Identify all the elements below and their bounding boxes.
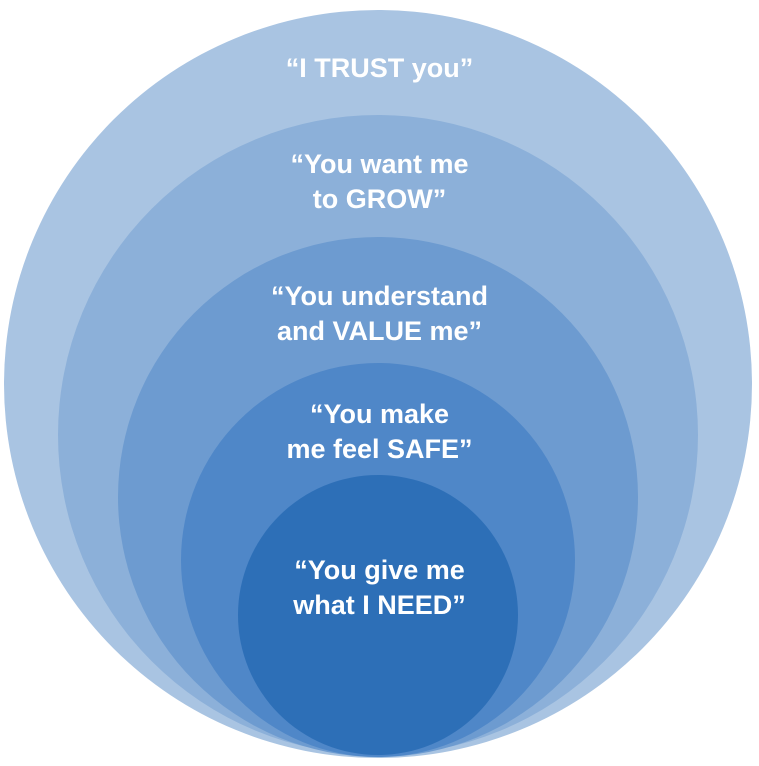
- ring-label-grow-line-1: “You want me: [290, 149, 469, 179]
- ring-need: [238, 475, 518, 755]
- ring-label-safe-line-1: “You make: [309, 399, 450, 429]
- ring-label-need-line-2: what I NEED”: [293, 590, 466, 620]
- ring-label-need: “You give me what I NEED”: [0, 553, 759, 623]
- ring-label-grow-line-2: to GROW”: [312, 184, 447, 214]
- ring-label-safe-line-2: me feel SAFE”: [286, 434, 473, 464]
- ring-label-value-line-1: “You understand: [270, 281, 488, 311]
- ring-label-value: “You understand and VALUE me”: [0, 279, 759, 349]
- ring-label-grow: “You want me to GROW”: [0, 147, 759, 217]
- ring-label-trust-line-1: “I TRUST you”: [285, 53, 474, 83]
- ring-label-value-line-2: and VALUE me”: [276, 316, 483, 346]
- ring-label-trust: “I TRUST you”: [0, 51, 759, 86]
- ring-label-need-line-1: “You give me: [294, 555, 465, 585]
- ring-label-safe: “You make me feel SAFE”: [0, 397, 759, 467]
